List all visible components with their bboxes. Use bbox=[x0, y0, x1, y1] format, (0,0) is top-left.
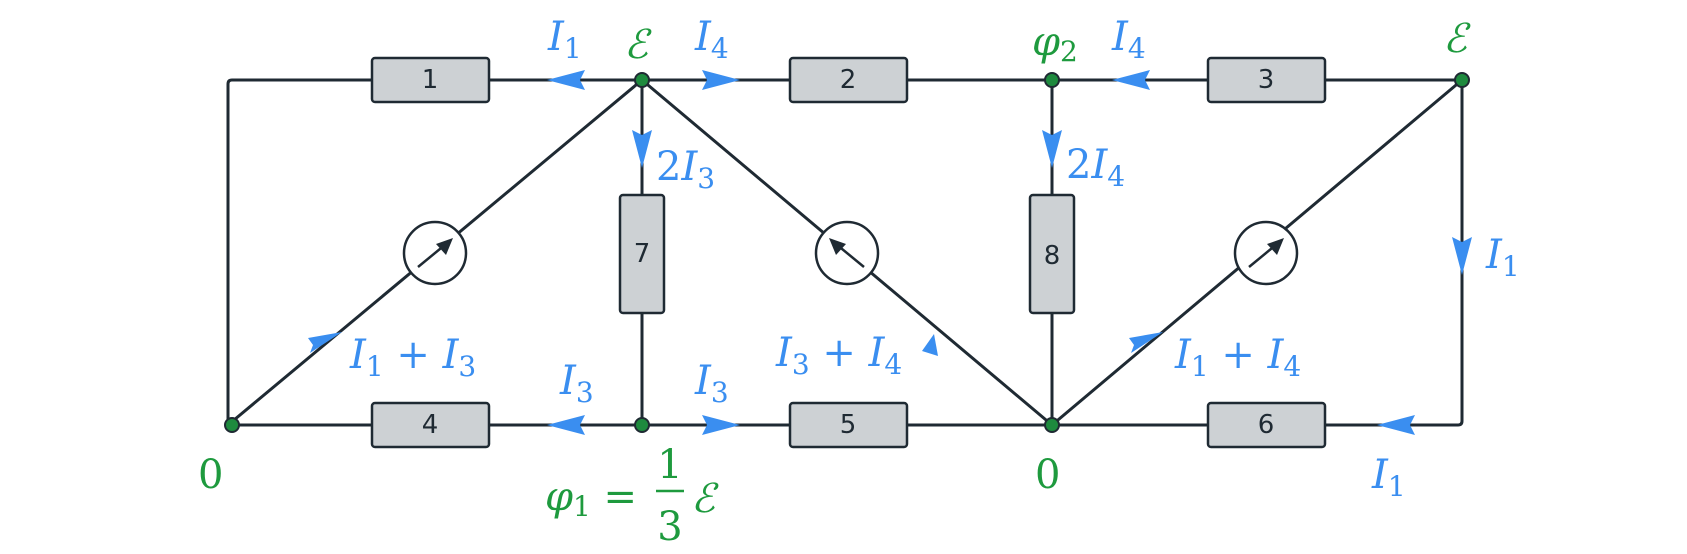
node-bottom-center bbox=[634, 417, 650, 433]
potential-emf-right: ℰ bbox=[1443, 16, 1471, 62]
resistor-7: 7 bbox=[618, 193, 666, 315]
node-bottom-mid bbox=[1044, 417, 1060, 433]
node-bottom-left bbox=[224, 417, 240, 433]
current-label-I3-right: I3 bbox=[694, 358, 729, 409]
potential-emf-left: ℰ bbox=[624, 22, 652, 68]
svg-text:4: 4 bbox=[422, 410, 439, 440]
ammeter-middle-icon bbox=[814, 220, 880, 286]
potential-phi1: φ1 = 1 3 ℰ bbox=[545, 442, 719, 550]
resistor-3: 3 bbox=[1206, 56, 1327, 104]
svg-text:φ1 =: φ1 = bbox=[545, 474, 637, 523]
arrow-left-icon bbox=[547, 415, 585, 435]
node-top-mid bbox=[1044, 72, 1060, 88]
resistor-2: 2 bbox=[788, 56, 909, 104]
current-label-I4-top: I4 bbox=[694, 14, 729, 65]
current-label-I3-plus-I4: I3 + I4 bbox=[775, 330, 902, 381]
current-label-I1-bottom: I1 bbox=[1371, 452, 1406, 503]
wire-top-left bbox=[226, 78, 644, 427]
svg-text:7: 7 bbox=[634, 239, 651, 269]
current-label-I4-right: I4 bbox=[1111, 14, 1146, 65]
arrow-down-icon bbox=[632, 130, 652, 168]
current-label-I1-right: I1 bbox=[1485, 232, 1520, 283]
svg-text:3: 3 bbox=[657, 504, 682, 550]
resistor-4: 4 bbox=[370, 401, 491, 449]
current-label-I1-plus-I4: I1 + I4 bbox=[1174, 332, 1301, 383]
current-label-2I3: 2I3 bbox=[656, 144, 715, 195]
arrow-right-icon bbox=[702, 70, 740, 90]
resistor-6: 6 bbox=[1206, 401, 1327, 449]
wire-right-vertical bbox=[1050, 78, 1464, 427]
arrow-left-icon bbox=[1112, 70, 1150, 90]
resistor-8: 8 bbox=[1028, 193, 1076, 315]
arrow-left-icon bbox=[547, 70, 585, 90]
svg-text:8: 8 bbox=[1044, 241, 1061, 271]
current-label-I1-plus-I3: I1 + I3 bbox=[349, 332, 476, 383]
arrow-right-icon bbox=[702, 415, 740, 435]
svg-text:1: 1 bbox=[657, 442, 682, 488]
resistor-5: 5 bbox=[788, 401, 909, 449]
arrow-left-icon bbox=[1377, 415, 1415, 435]
svg-text:ℰ: ℰ bbox=[691, 476, 719, 522]
arrow-down-icon bbox=[1042, 130, 1062, 168]
current-label-I1-top: I1 bbox=[547, 14, 582, 65]
ammeter-right-icon bbox=[1233, 220, 1299, 286]
node-top-right bbox=[1454, 72, 1470, 88]
svg-text:1: 1 bbox=[422, 65, 439, 95]
ammeter-left-icon bbox=[402, 220, 468, 286]
arrow-up-right-icon bbox=[308, 332, 342, 353]
potential-ground-mid: 0 bbox=[1035, 452, 1060, 498]
arrow-down-icon bbox=[1452, 237, 1472, 275]
svg-text:2: 2 bbox=[840, 65, 857, 95]
svg-text:6: 6 bbox=[1258, 410, 1275, 440]
current-label-I3-left: I3 bbox=[559, 358, 594, 409]
nodes bbox=[224, 72, 1470, 433]
resistor-1: 1 bbox=[370, 56, 491, 104]
arrow-up-left-icon bbox=[922, 334, 938, 356]
potential-ground-left: 0 bbox=[198, 452, 223, 498]
svg-text:3: 3 bbox=[1258, 65, 1275, 95]
current-arrows bbox=[308, 70, 1472, 435]
arrow-up-right-icon bbox=[1129, 332, 1163, 353]
node-top-left bbox=[634, 72, 650, 88]
current-label-2I4: 2I4 bbox=[1066, 142, 1125, 193]
svg-text:5: 5 bbox=[840, 410, 857, 440]
potential-phi2: φ2 bbox=[1032, 19, 1078, 68]
